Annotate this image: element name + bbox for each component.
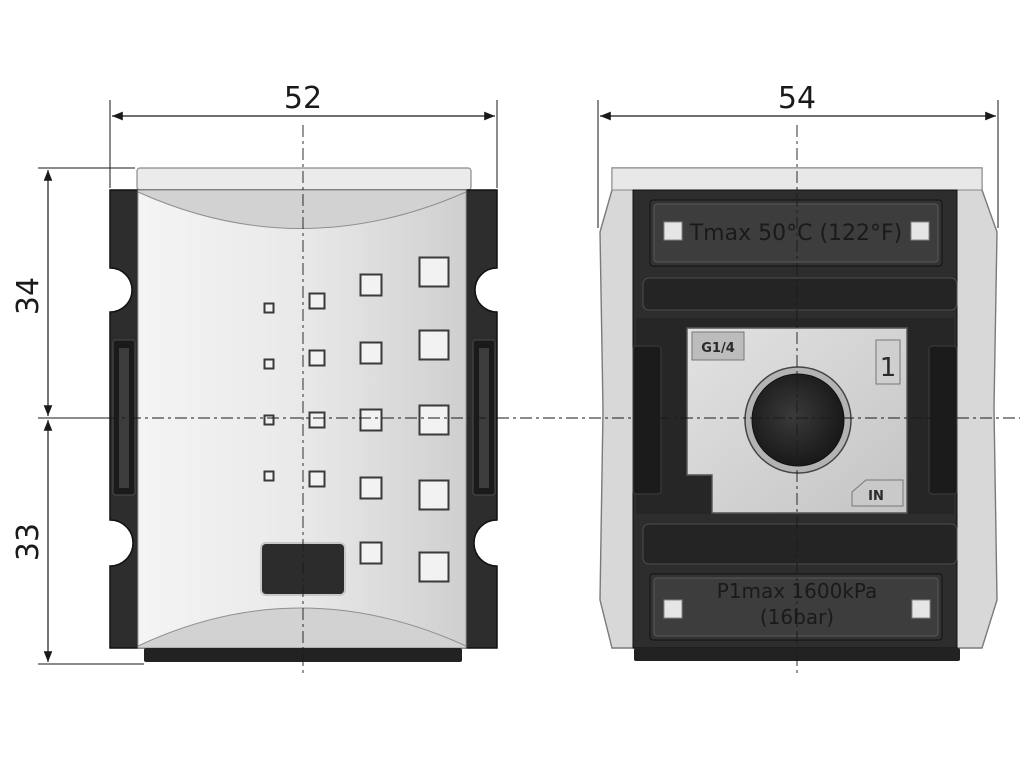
dimension-side-width: 54 <box>597 81 999 228</box>
temperature-label: Tmax 50°C (122°F) <box>689 221 903 246</box>
square-marker <box>263 358 275 370</box>
square-marker <box>263 302 275 314</box>
square-marker <box>418 256 450 288</box>
dimension-front-width: 52 <box>109 81 498 188</box>
pressure-plate <box>653 577 939 637</box>
square-marker <box>418 404 450 436</box>
port-hole <box>751 373 845 467</box>
square-marker <box>418 479 450 511</box>
square-marker <box>263 470 275 482</box>
square-marker <box>359 341 383 365</box>
lower-height-value: 33 <box>11 523 46 561</box>
square-marker <box>359 408 383 432</box>
square-marker <box>308 470 326 488</box>
square-marker <box>308 292 326 310</box>
square-marker <box>359 273 383 297</box>
square-marker <box>308 411 326 429</box>
dimension-heights: 34 33 <box>11 167 144 665</box>
square-marker <box>263 414 275 426</box>
square-markers <box>263 256 450 583</box>
front-width-value: 52 <box>284 81 322 116</box>
side-width-value: 54 <box>778 81 816 116</box>
temperature-plate <box>653 203 939 263</box>
square-marker <box>418 329 450 361</box>
front-view <box>109 167 498 662</box>
square-marker <box>418 551 450 583</box>
center-lines <box>60 125 1020 675</box>
front-top-cap <box>136 167 472 191</box>
port-number-label: 1 <box>880 353 897 383</box>
port-direction-label: IN <box>868 489 884 504</box>
square-marker <box>359 476 383 500</box>
side-view: Tmax 50°C (122°F) G1/4 1 IN P1max 1600kP… <box>599 167 998 661</box>
square-marker <box>359 541 383 565</box>
upper-height-value: 34 <box>11 277 46 315</box>
thread-label: G1/4 <box>701 341 735 356</box>
square-marker <box>308 349 326 367</box>
